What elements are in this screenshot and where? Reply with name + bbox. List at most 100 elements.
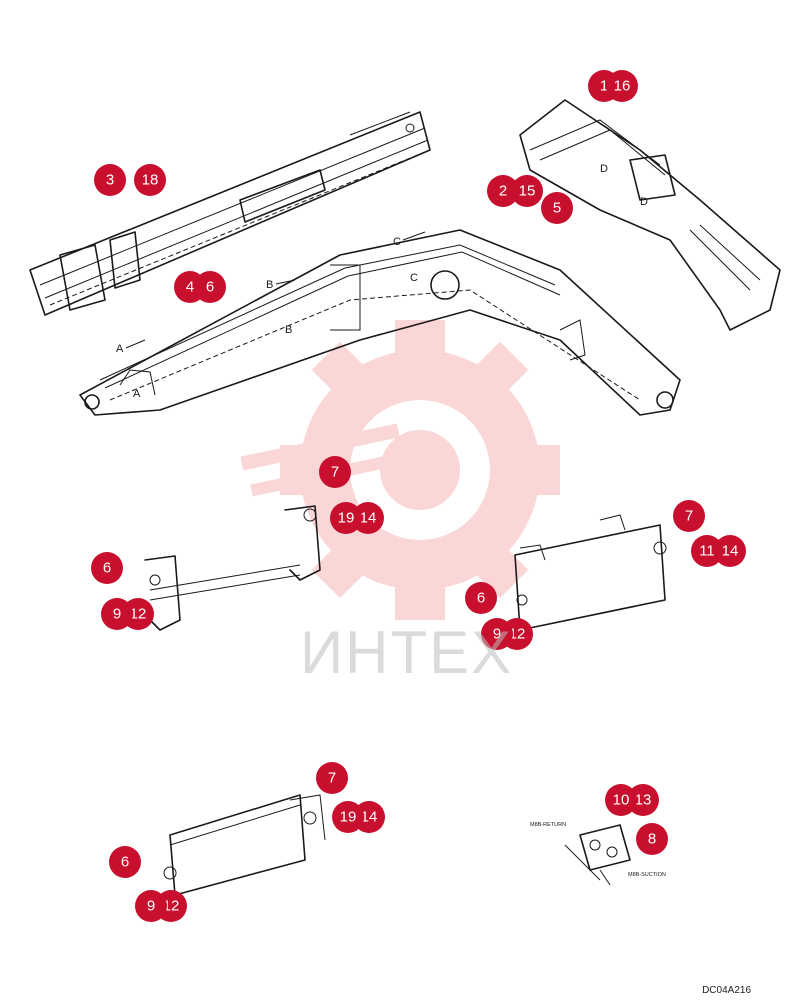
callout-number: 9: [493, 626, 501, 643]
callout-13: 13: [627, 784, 659, 816]
callout-circle: [352, 502, 384, 534]
boom-assembly: A A B B C C: [79, 229, 681, 416]
drawing-code: DC04A216: [702, 985, 751, 996]
callout-circle: [511, 175, 543, 207]
callout-circle: [541, 192, 573, 224]
callout-6d: 6: [109, 846, 141, 878]
callout-7a: 7: [319, 456, 351, 488]
callout-number: 9: [113, 606, 121, 623]
view-marker-b-upper: B: [266, 279, 273, 291]
callout-number: 7: [331, 464, 339, 481]
callout-19a: 19: [330, 502, 362, 534]
callout-6c: 6: [465, 582, 497, 614]
callout-7c: 7: [316, 762, 348, 794]
callout-circle: [101, 598, 133, 630]
view-marker-a-upper: A: [116, 343, 124, 355]
callout-15: 15: [511, 175, 543, 207]
callout-number: 8: [648, 831, 656, 848]
section-view-left: [144, 505, 321, 631]
callout-number: 12: [130, 606, 147, 623]
callout-number: 6: [121, 854, 129, 871]
callout-number: 12: [509, 626, 526, 643]
callout-circle: [109, 846, 141, 878]
callout-5: 5: [541, 192, 573, 224]
section-view-right: [514, 514, 667, 631]
callout-3a: 3: [94, 164, 126, 196]
callout-16: 16: [606, 70, 638, 102]
callout-14a: 14: [352, 502, 384, 534]
callout-circle: [627, 784, 659, 816]
callout-number: 14: [360, 510, 377, 527]
callout-circle: [330, 502, 362, 534]
boom-foot-assembly: D D: [519, 99, 781, 331]
callout-number: 5: [553, 200, 561, 217]
port-label-suction: M8B-SUCTION: [628, 872, 666, 878]
callout-number: 1: [600, 78, 608, 95]
callout-number: 7: [685, 508, 693, 525]
callout-circle: [319, 456, 351, 488]
callout-number: 6: [206, 279, 214, 296]
callout-number: 7: [328, 770, 336, 787]
callout-circle: [194, 271, 226, 303]
callout-circle: [481, 618, 513, 650]
callouts: 1342121414121412131861615571969711697196…: [91, 70, 746, 922]
callout-number: 6: [103, 560, 111, 577]
callout-6b: 6: [91, 552, 123, 584]
callout-circle: [673, 500, 705, 532]
callout-circle: [332, 801, 364, 833]
callout-number: 11: [699, 543, 715, 560]
callout-7b: 7: [673, 500, 705, 532]
view-marker-b-lower: B: [285, 324, 292, 336]
callout-9a: 9: [101, 598, 133, 630]
callout-14b: 14: [714, 535, 746, 567]
callout-circle: [91, 552, 123, 584]
callout-number: 13: [635, 792, 652, 809]
view-marker-c-upper: C: [393, 236, 401, 248]
callout-number: 18: [142, 172, 159, 189]
callout-circle: [606, 70, 638, 102]
callout-circle: [691, 535, 723, 567]
callout-number: 10: [613, 792, 630, 809]
view-marker-d-upper: D: [600, 163, 608, 175]
callout-circle: [714, 535, 746, 567]
port-label-return: M8B-RETURN: [530, 822, 566, 828]
callout-number: 19: [338, 510, 355, 527]
callout-10: 10: [605, 784, 637, 816]
callout-9b: 9: [481, 618, 513, 650]
callout-number: 14: [722, 543, 739, 560]
callout-18: 18: [134, 164, 166, 196]
section-view-lower: [163, 794, 326, 896]
arm-assembly: [29, 111, 431, 316]
callout-number: 14: [361, 809, 378, 826]
view-marker-d-lower: D: [640, 196, 648, 208]
callout-11: 11: [691, 535, 723, 567]
watermark-text: ИНТЕХ: [300, 619, 514, 686]
callout-circle: [605, 784, 637, 816]
callout-number: 4: [186, 279, 194, 296]
callout-number: 16: [614, 78, 631, 95]
callout-8: 8: [636, 823, 668, 855]
callout-circle: [465, 582, 497, 614]
callout-19b: 19: [332, 801, 364, 833]
callout-circle: [316, 762, 348, 794]
callout-circle: [94, 164, 126, 196]
callout-9c: 9: [135, 890, 167, 922]
callout-number: 6: [477, 590, 485, 607]
callout-number: 19: [340, 809, 357, 826]
callout-number: 12: [163, 898, 180, 915]
callout-circle: [636, 823, 668, 855]
callout-number: 2: [499, 183, 507, 200]
callout-number: 3: [106, 172, 114, 189]
callout-circle: [134, 164, 166, 196]
view-marker-a-lower: A: [133, 388, 141, 400]
pump-port-detail: M8B-RETURN M8B-SUCTION: [530, 822, 666, 886]
callout-number: 9: [147, 898, 155, 915]
view-marker-c-lower: C: [410, 272, 418, 284]
callout-6a: 6: [194, 271, 226, 303]
callout-2: 2: [487, 175, 519, 207]
callout-circle: [487, 175, 519, 207]
callout-number: 15: [519, 183, 536, 200]
callout-circle: [135, 890, 167, 922]
